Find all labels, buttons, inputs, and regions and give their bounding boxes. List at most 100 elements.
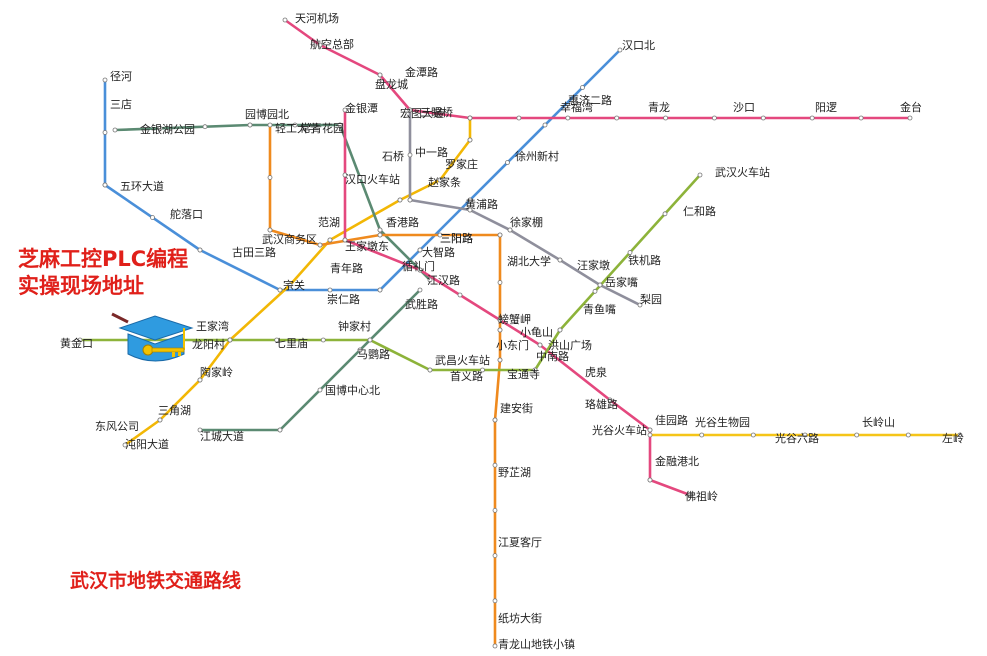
station-label: 罗家庄: [445, 157, 478, 171]
station-dot: [760, 115, 766, 121]
station-dot: [342, 107, 348, 113]
station-label: 黄浦路: [465, 197, 498, 211]
station-dot: [662, 211, 668, 217]
station-dot: [907, 115, 913, 121]
station-dot: [750, 432, 756, 438]
station-dot: [607, 397, 613, 403]
metro-line-3: [124, 118, 472, 447]
station-dot: [542, 122, 548, 128]
station-dot: [407, 197, 413, 203]
station-dot: [367, 337, 373, 343]
station-dot: [357, 347, 363, 353]
station-label: 园博园北: [245, 108, 289, 121]
station-label: 钟家村: [338, 319, 371, 333]
station-dot: [467, 137, 473, 143]
station-dot: [342, 237, 348, 243]
station-dot: [102, 77, 108, 83]
station-dot: [337, 122, 343, 128]
station-label: 汪家墩: [577, 258, 610, 272]
station-dots: [77, 17, 963, 649]
station-dot: [197, 427, 203, 433]
station-label: 小龟山: [520, 326, 553, 339]
station-dot: [202, 124, 208, 130]
station-dot: [492, 507, 498, 513]
station-dot: [497, 327, 503, 333]
station-dot: [407, 107, 413, 113]
station-dot: [267, 122, 273, 128]
station-dot: [437, 232, 443, 238]
key-icon: [142, 344, 185, 357]
station-dot: [809, 115, 815, 121]
station-label: 光谷生物园: [695, 415, 750, 429]
station-label: 王家湾: [196, 319, 229, 333]
station-label: 金台: [900, 100, 922, 114]
station-dot: [327, 287, 333, 293]
station-dot: [663, 115, 668, 121]
station-dot: [647, 477, 653, 483]
station-label: 舵落口: [170, 207, 203, 221]
station-dot: [417, 267, 423, 273]
station-label: 中南路: [536, 350, 569, 363]
station-label: 宗关: [283, 278, 305, 292]
station-label: 江城大道: [200, 429, 244, 443]
station-label: 沌阳大道: [125, 437, 169, 451]
station-dot: [417, 247, 423, 253]
station-dot: [699, 432, 705, 438]
station-dot: [197, 247, 203, 253]
promo-banner: 芝麻工控PLC编程 实操现场地址: [18, 246, 188, 300]
station-dot: [637, 302, 643, 308]
station-dot: [627, 250, 633, 255]
station-label: 石桥: [382, 150, 404, 163]
station-label: 左岭: [942, 431, 964, 445]
station-label: 武汉火车站: [715, 165, 770, 179]
station-label: 国博中心北: [325, 384, 380, 397]
station-label: 首义路: [450, 369, 483, 383]
station-label: 五环大道: [120, 179, 164, 193]
station-dot: [712, 115, 717, 121]
station-dot: [277, 427, 283, 433]
station-dot: [802, 432, 808, 438]
station-dot: [197, 377, 203, 383]
station-label: 岳家嘴: [605, 275, 638, 289]
station-dot: [492, 598, 498, 604]
station-dot: [122, 442, 128, 448]
station-label: 建安街: [500, 401, 533, 415]
station-dot: [557, 327, 563, 333]
station-dot: [457, 292, 463, 298]
station-dot: [274, 337, 280, 343]
station-label: 轻工大学: [275, 121, 319, 135]
station-dot: [427, 277, 433, 283]
station-dot: [516, 115, 522, 121]
station-dot: [377, 72, 383, 78]
station-dot: [497, 280, 503, 285]
station-label: 盘龙城: [375, 77, 408, 91]
map-title: 武汉市地铁交通路线: [70, 570, 242, 592]
station-label: 范湖: [318, 215, 340, 229]
station-labels: 天河机场航空总部金潭路盘龙城宏图大道三阳路惠济二路幸福湾青龙沙口阳逻金台径河三店…: [60, 11, 964, 651]
metro-line-6: [343, 110, 691, 497]
station-dot: [102, 130, 108, 135]
station-label: 金潭路: [405, 65, 438, 79]
station-dot: [697, 172, 703, 178]
station-label: 纸坊大街: [498, 611, 542, 625]
station-label: 江汉路: [427, 274, 460, 287]
station-label: 铁机路: [628, 253, 661, 267]
station-label: 三阳路: [440, 232, 473, 245]
station-label: 三角湖: [158, 404, 191, 417]
station-dot: [687, 492, 693, 498]
station-dot: [858, 115, 864, 121]
station-label: 沙口: [733, 101, 755, 114]
station-label: 小东门: [496, 338, 529, 352]
station-label: 光谷火车站: [592, 423, 647, 437]
station-label: 青年路: [330, 261, 363, 275]
station-label: 径河: [110, 70, 132, 83]
station-dot: [157, 417, 163, 423]
station-label: 武胜路: [405, 297, 438, 311]
station-label: 黄金口: [60, 336, 93, 350]
station-label: 三店: [110, 97, 132, 111]
station-dot: [532, 367, 538, 373]
station-dot: [617, 47, 623, 53]
station-dot: [467, 197, 473, 203]
station-dot: [505, 160, 510, 165]
station-dot: [317, 242, 323, 248]
